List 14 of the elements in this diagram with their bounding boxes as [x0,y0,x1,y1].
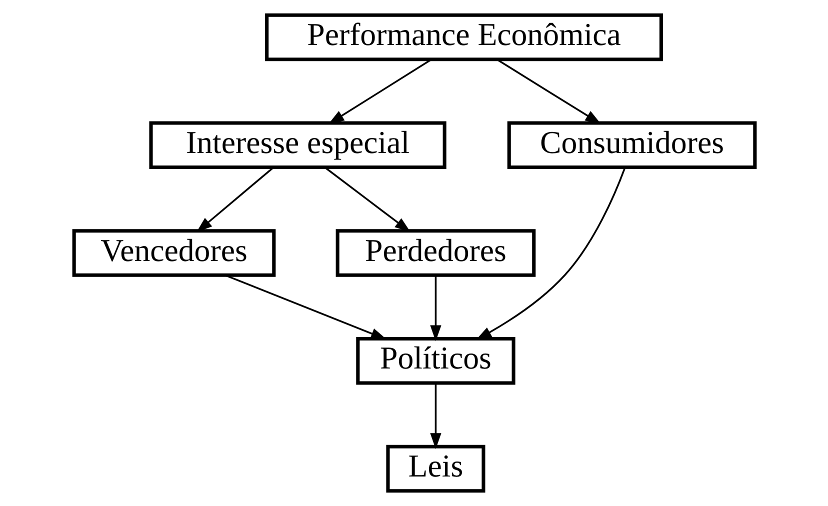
arrow [196,166,274,232]
node-box: Vencedores [72,229,276,277]
node-box: Interesse especial [148,121,446,169]
arrow [430,383,441,450]
node-box: Políticos [356,337,515,385]
arrow [430,275,441,342]
node-box: Consumidores [506,121,756,169]
arrow [328,58,432,124]
arrow [324,166,410,232]
node-box: Perdedores [335,229,536,277]
arrow [224,274,386,340]
node-box: Leis [386,444,485,493]
node-box: Performance Econômica [264,13,662,62]
arrow [496,58,601,124]
